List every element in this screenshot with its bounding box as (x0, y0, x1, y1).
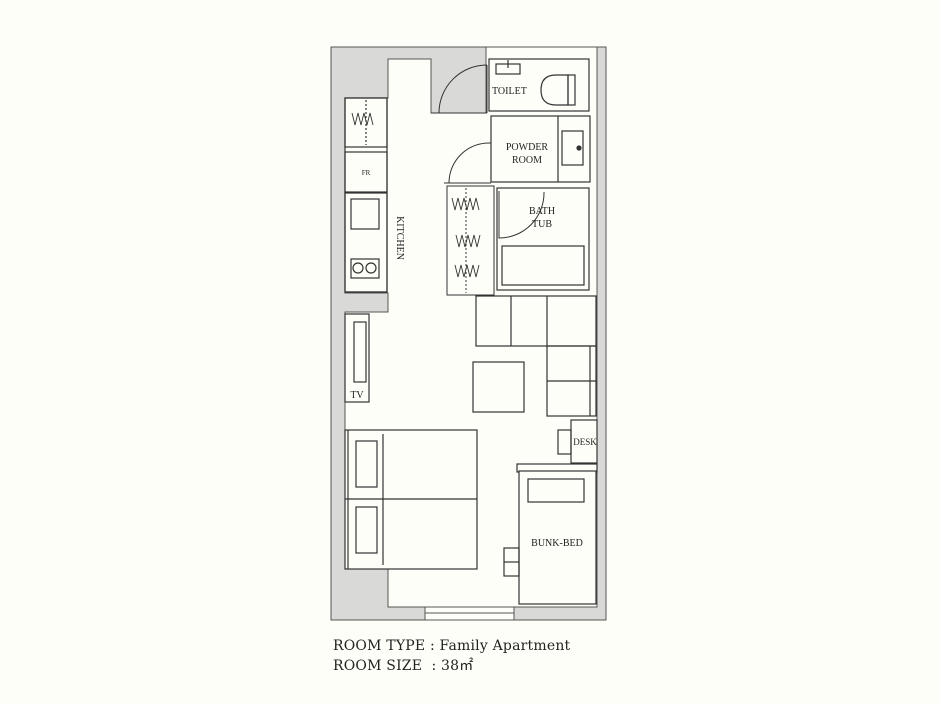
room-type-caption: ROOM TYPE : Family Apartment (333, 638, 571, 654)
toilet-room (488, 58, 590, 112)
room-labels: TOILET POWDER ROOM BATH TUB KITCHEN FR T… (350, 86, 597, 549)
bath-tub-label-line1: BATH (529, 206, 555, 217)
tv-label: TV (350, 390, 364, 401)
closet (446, 185, 495, 296)
desk-label: DESK (573, 437, 597, 447)
double-bed (344, 429, 478, 570)
bunk-bed (503, 463, 598, 605)
fridge-label: FR (362, 169, 371, 177)
powder-room-door[interactable] (444, 142, 492, 184)
toilet-label: TOILET (492, 86, 527, 97)
bath-room (496, 187, 590, 291)
coffee-table (472, 361, 525, 413)
kitchen-label: KITCHEN (394, 216, 405, 260)
bath-tub-label-line2: TUB (532, 219, 552, 230)
sofa (475, 295, 597, 417)
desk (557, 419, 598, 464)
powder-room-label-line1: POWDER (506, 142, 549, 153)
powder-room-label-line2: ROOM (512, 155, 542, 166)
room-size-caption: ROOM SIZE : 38㎡ (333, 658, 474, 674)
bunk-bed-label: BUNK-BED (531, 538, 583, 549)
tv-stand (344, 313, 370, 403)
toilet-door[interactable] (431, 64, 488, 114)
kitchen-counter (344, 97, 388, 293)
